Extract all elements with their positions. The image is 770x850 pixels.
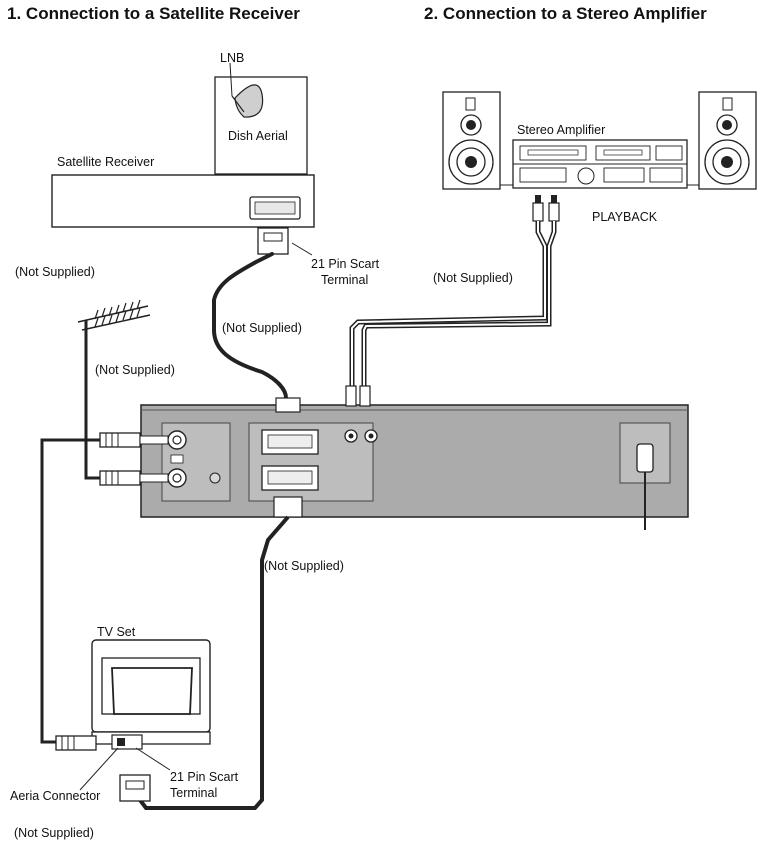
aerial-connector-label: Aeria Connector: [10, 789, 100, 803]
antenna-to-vcr-cable: [84, 470, 100, 480]
section-1-title: Connection to a Satellite Receiver: [25, 4, 300, 23]
tv-set-label: TV Set: [97, 625, 136, 639]
vcr-audio-out-left-jack: [344, 429, 358, 443]
stereo-amplifier-label: Stereo Amplifier: [517, 123, 605, 137]
vcr-scart-socket-1: [261, 429, 319, 455]
vcr-to-tv-rf-cable: [40, 438, 100, 744]
right-speaker: [698, 91, 757, 190]
tv-scart-terminal-label-1: 21 Pin Scart: [170, 770, 239, 784]
tv-antenna: [77, 299, 151, 470]
left-speaker: [442, 91, 501, 190]
satellite-receiver-label: Satellite Receiver: [57, 155, 154, 169]
not-supplied-label-antenna: (Not Supplied): [95, 363, 175, 377]
dish-aerial: [214, 62, 308, 175]
vcr-scart-plug-top: [275, 397, 301, 413]
vcr-rear-panel: [140, 404, 689, 518]
tv-scart-terminal-label-2: Terminal: [170, 786, 217, 800]
section-1-number: 1.: [7, 4, 22, 23]
not-supplied-label-aerial-cable: (Not Supplied): [14, 826, 94, 840]
vcr-audio-rca-plugs: [345, 385, 371, 407]
vcr-rf-out-jack: [167, 468, 187, 488]
vcr-audio-out-right-jack: [364, 429, 378, 443]
section-1-heading: 1. Connection to a Satellite Receiver: [7, 4, 300, 24]
receiver-scart-plug: [257, 227, 289, 255]
not-supplied-label-receiver-side: (Not Supplied): [15, 265, 95, 279]
section-2-heading: 2. Connection to a Stereo Amplifier: [424, 4, 707, 24]
vcr-rf-in-jack: [167, 430, 187, 450]
stereo-amplifier: [500, 139, 699, 189]
not-supplied-label-audio-cable: (Not Supplied): [433, 271, 513, 285]
vcr-power-socket: [636, 443, 654, 473]
receiver-scart-terminal-label-2: Terminal: [321, 273, 368, 287]
satellite-receiver: [51, 174, 315, 228]
dish-aerial-label: Dish Aerial: [228, 129, 288, 143]
not-supplied-label-tv-scart-cable: (Not Supplied): [264, 559, 344, 573]
section-2-number: 2.: [424, 4, 439, 23]
vcr-scart-plug-bottom: [273, 496, 303, 518]
audio-cable: [349, 221, 548, 388]
vcr-to-tv-scart-cable: [138, 515, 290, 810]
receiver-scart-terminal-label-1: 21 Pin Scart: [311, 257, 380, 271]
amplifier-rca-plugs: [532, 195, 560, 222]
tv-set: [91, 639, 211, 745]
coax-plug-rf-out: [99, 470, 169, 486]
playback-label: PLAYBACK: [592, 210, 658, 224]
vcr-scart-socket-2: [261, 465, 319, 491]
tv-coax-plug: [55, 735, 97, 751]
tv-scart-plug: [119, 774, 151, 802]
receiver-to-vcr-scart-cable: [212, 252, 288, 400]
lnb-label: LNB: [220, 51, 244, 65]
tv-aerial-socket: [111, 734, 143, 750]
not-supplied-label-scart-cable: (Not Supplied): [222, 321, 302, 335]
section-2-title: Connection to a Stereo Amplifier: [442, 4, 707, 23]
